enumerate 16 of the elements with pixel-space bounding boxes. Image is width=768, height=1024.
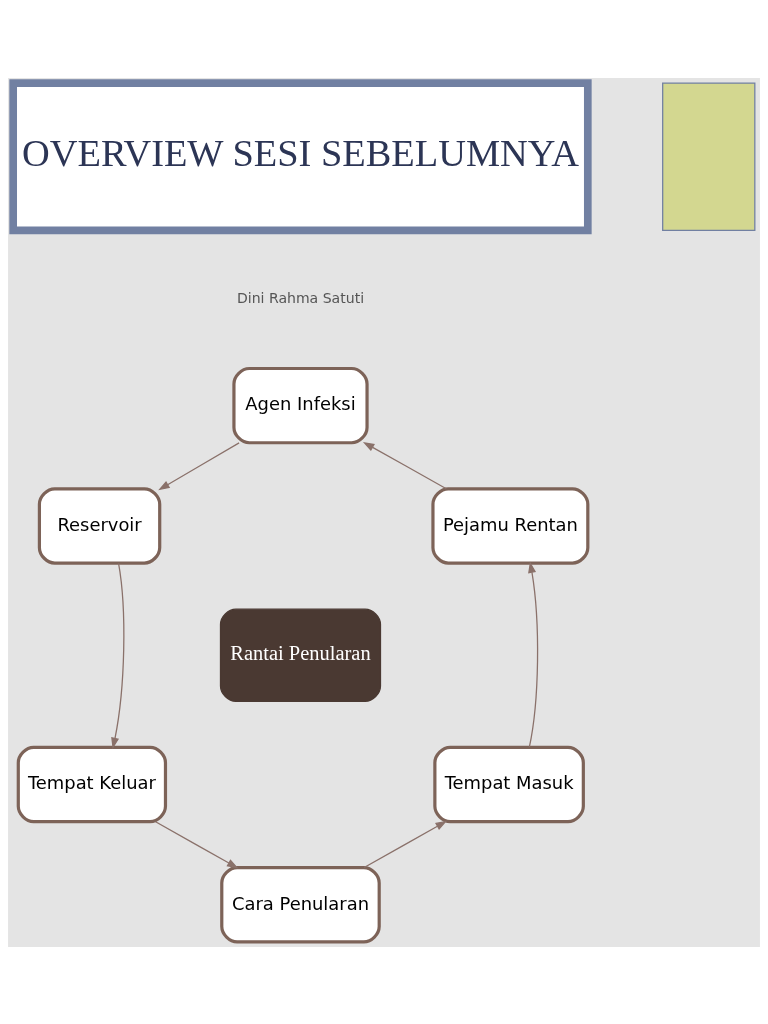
node-box: OVERVIEW SESI SEBELUMNYA [9,78,592,234]
node-box: Tempat Keluar [16,745,168,823]
arrow [363,820,448,868]
arrow [158,441,240,490]
label: Dini Rahma Satuti [236,289,365,306]
arrow [111,562,125,749]
node-box: Reservoir [37,486,162,565]
node-box: Tempat Masuk [433,745,585,823]
arrow [362,441,447,489]
node-box: Cara Penularan [220,865,381,943]
node-box [662,82,756,231]
node-box: Rantai Penularan [219,608,382,702]
arrow [528,560,539,748]
node-box: Agen Infeksi [232,366,369,444]
node-box: Pejamu Rentan [431,486,590,565]
arrow [154,820,239,868]
